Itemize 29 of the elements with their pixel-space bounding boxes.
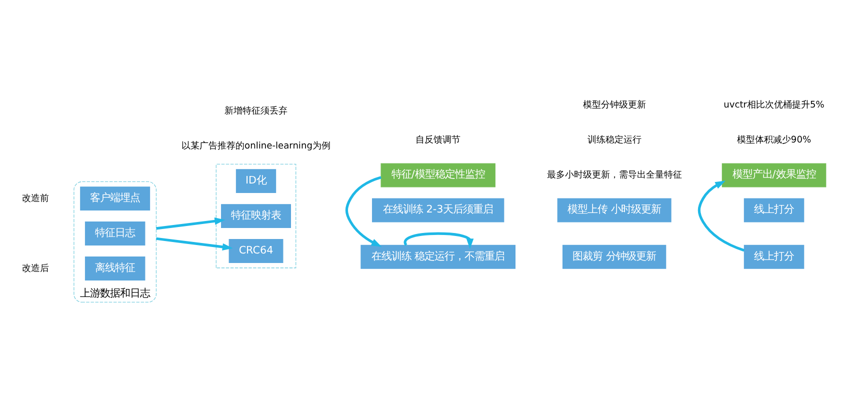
node-box: 在线训练 2-3天后须重启 (372, 198, 504, 222)
label: 以某广告推荐的online-learning为例 (182, 140, 330, 151)
label: 模型分钟级更新 (582, 100, 646, 110)
node-box: ID化 (236, 168, 276, 193)
node-box: 离线特征 (84, 256, 146, 280)
node-box: 特征日志 (84, 221, 146, 246)
label: 训练稳定运行 (587, 135, 642, 146)
node-box: 在线训练 稳定运行，不需重启 (360, 244, 516, 268)
arrow (345, 176, 382, 246)
arrow (156, 236, 233, 250)
label: 改造前 (22, 193, 49, 204)
arrow (698, 180, 745, 252)
label: 最多小时级更新，需导出全量特征 (546, 170, 682, 180)
arrow (156, 217, 226, 230)
node-box: 客户端埋点 (80, 186, 150, 210)
node-box: 特征/模型稳定性监控 (380, 162, 496, 187)
node-box: 模型产出/效果监控 (722, 162, 826, 187)
label: 新增特征须丢弃 (224, 106, 288, 116)
node-box: CRC64 (228, 238, 284, 263)
label: 自反馈调节 (416, 135, 461, 146)
cluster (216, 163, 296, 268)
node-box: 图裁剪 分钟级更新 (562, 244, 666, 268)
label: 改造后 (22, 263, 49, 274)
label: 模型体积减少90% (736, 135, 812, 146)
node-box: 特征映射表 (221, 204, 291, 228)
label: uvctr相比次优桶提升5% (724, 100, 824, 110)
node-box: 模型上传 小时级更新 (557, 198, 672, 222)
node-box: 线上打分 (744, 244, 804, 268)
node-box: 线上打分 (744, 198, 804, 222)
